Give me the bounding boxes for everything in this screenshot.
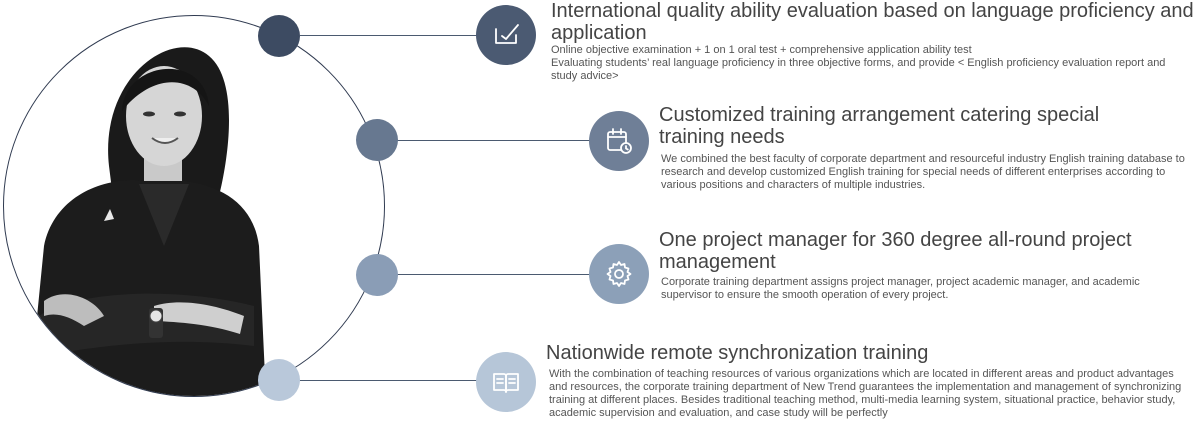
feature-title-1: International quality ability evaluation… bbox=[551, 0, 1194, 44]
feature-desc-4: With the combination of teaching resourc… bbox=[549, 368, 1182, 419]
feature-icon-3 bbox=[589, 244, 649, 304]
feature-title-4: Nationwide remote synchronization traini… bbox=[546, 342, 929, 364]
feature-icon-2 bbox=[589, 111, 649, 171]
timeline-dot-4 bbox=[258, 359, 300, 401]
portrait-photo bbox=[3, 15, 385, 397]
connector-line-4 bbox=[300, 380, 478, 381]
book-icon bbox=[493, 373, 519, 393]
timeline-dot-2 bbox=[356, 119, 398, 161]
timeline-dot-3 bbox=[356, 254, 398, 296]
feature-desc-2: We combined the best faculty of corporat… bbox=[661, 153, 1185, 191]
calendar-clock-icon bbox=[607, 128, 632, 154]
person-illustration bbox=[29, 47, 266, 396]
feature-title-2: Customized training arrangement catering… bbox=[659, 104, 1100, 148]
timeline-dot-1 bbox=[258, 15, 300, 57]
connector-line-1 bbox=[300, 35, 478, 36]
feature-desc-1: Online objective examination + 1 on 1 or… bbox=[551, 44, 1166, 82]
connector-line-3 bbox=[397, 274, 592, 275]
feature-icon-1 bbox=[476, 5, 536, 65]
feature-title-3: One project manager for 360 degree all-r… bbox=[659, 229, 1132, 273]
pen-check-icon bbox=[495, 24, 519, 44]
feature-icon-4 bbox=[476, 352, 536, 412]
feature-desc-3: Corporate training department assigns pr… bbox=[661, 276, 1140, 301]
gear-icon bbox=[606, 261, 632, 287]
connector-line-2 bbox=[397, 140, 592, 141]
